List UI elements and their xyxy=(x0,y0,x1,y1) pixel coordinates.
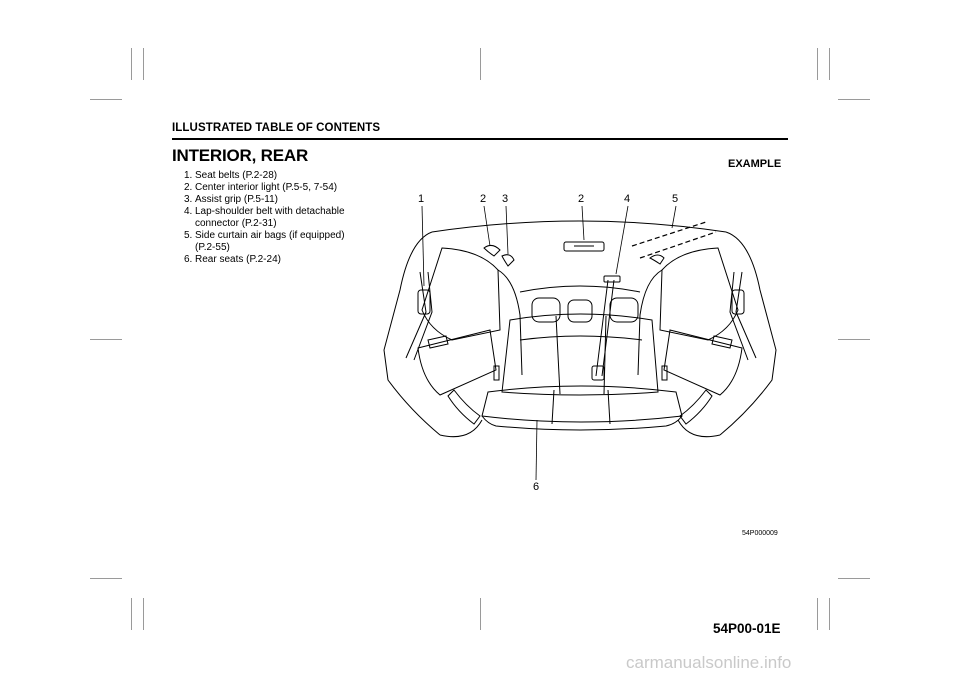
legend-text: Rear seats (P.2-24) xyxy=(195,254,281,265)
right-window xyxy=(659,247,739,341)
legend-number: 6. xyxy=(184,254,193,265)
callout-number: 2 xyxy=(578,193,584,205)
right-c-pillar xyxy=(637,269,663,376)
left-body-outline xyxy=(383,231,441,436)
legend-number: 2. xyxy=(184,182,193,193)
left-seat-belt xyxy=(405,271,433,361)
crop-mark xyxy=(143,598,144,630)
crop-mark xyxy=(838,99,870,100)
crop-mark xyxy=(838,339,870,340)
left-door-pocket xyxy=(447,389,481,425)
callout-number: 3 xyxy=(502,193,508,205)
legend-text: Center interior light (P.5-5, 7-54) xyxy=(195,182,338,193)
right-door-pocket xyxy=(679,389,713,425)
rear-seat-cushion xyxy=(481,385,683,423)
left-c-pillar xyxy=(497,269,523,376)
crop-mark xyxy=(131,48,132,80)
crop-mark xyxy=(90,578,122,579)
right-belt-anchor xyxy=(731,289,745,315)
crop-mark xyxy=(90,339,122,340)
watermark-text: carmanualsonline.info xyxy=(626,653,792,672)
airbag-dashed-line xyxy=(631,221,707,247)
headrest-left xyxy=(531,297,561,323)
leader-line xyxy=(483,205,491,247)
right-door-handle xyxy=(711,335,733,349)
crop-mark xyxy=(829,598,830,630)
running-header: ILLUSTRATED TABLE OF CONTENTS xyxy=(172,122,381,134)
crop-mark xyxy=(829,48,830,80)
headrest-center xyxy=(567,299,593,323)
crop-mark xyxy=(480,48,481,80)
leader-line xyxy=(581,205,585,241)
center-lap-shoulder-belt xyxy=(595,279,615,377)
headrest-right xyxy=(609,297,639,323)
crop-mark xyxy=(90,99,122,100)
callout-number: 2 xyxy=(480,193,486,205)
left-door-handle xyxy=(427,335,449,349)
right-door-panel xyxy=(663,329,743,396)
legend-text: Side curtain air bags (if equipped) (P.2… xyxy=(195,230,345,253)
legend-item: 6.Rear seats (P.2-24) xyxy=(184,254,360,266)
example-label: EXAMPLE xyxy=(728,158,782,170)
leader-line xyxy=(615,205,629,275)
left-belt-anchor xyxy=(417,289,431,315)
right-seat-belt xyxy=(729,271,757,361)
legend-number: 1. xyxy=(184,170,193,181)
header-rule xyxy=(172,138,788,140)
crop-mark xyxy=(817,48,818,80)
leader-line xyxy=(671,205,677,229)
legend-number: 4. xyxy=(184,206,193,217)
section-title: INTERIOR, REAR xyxy=(172,146,309,165)
seat-buckle-left xyxy=(493,365,500,381)
callout-number: 1 xyxy=(418,193,424,205)
right-body-outline xyxy=(719,231,777,436)
legend-text: Lap-shoulder belt with detachable connec… xyxy=(195,206,345,229)
rear-seat-back xyxy=(501,313,659,396)
legend-item: 2.Center interior light (P.5-5, 7-54) xyxy=(184,182,360,194)
crop-mark xyxy=(817,598,818,630)
legend-number: 5. xyxy=(184,230,193,241)
left-window xyxy=(421,247,501,341)
crop-mark xyxy=(131,598,132,630)
legend-text: Seat belts (P.2-28) xyxy=(195,170,278,181)
legend-item: 3.Assist grip (P.5-11) xyxy=(184,194,360,206)
legend-item: 5.Side curtain air bags (if equipped) (P… xyxy=(184,230,360,254)
crop-mark xyxy=(838,578,870,579)
floor-outline xyxy=(439,419,721,438)
curtain-airbag-grip xyxy=(649,254,665,265)
leader-line xyxy=(505,205,509,255)
belt-connector xyxy=(591,365,605,381)
rear-interior-illustration: 1 2 3 2 4 5 6 xyxy=(383,193,777,493)
legend-number: 3. xyxy=(184,194,193,205)
leader-line xyxy=(535,419,538,481)
left-door-panel xyxy=(417,329,497,396)
assist-grip-left xyxy=(483,244,501,257)
legend-text: Assist grip (P.5-11) xyxy=(195,194,278,205)
leader-line xyxy=(421,205,425,287)
assist-grip-right xyxy=(501,254,515,267)
callout-number: 5 xyxy=(672,193,678,205)
airbag-dashed-line xyxy=(639,231,717,259)
legend-item: 4.Lap-shoulder belt with detachable conn… xyxy=(184,206,360,230)
legend-item: 1.Seat belts (P.2-28) xyxy=(184,170,360,182)
parcel-shelf xyxy=(519,285,641,293)
center-interior-light xyxy=(563,241,605,252)
seat-buckle-right xyxy=(661,365,668,381)
figure-code: 54P000009 xyxy=(742,530,778,537)
callout-legend: 1.Seat belts (P.2-28) 2.Center interior … xyxy=(184,170,360,266)
callout-number: 4 xyxy=(624,193,630,205)
callout-number: 6 xyxy=(533,481,539,493)
page-code: 54P00-01E xyxy=(713,621,781,636)
roof-outline xyxy=(431,220,727,233)
crop-mark xyxy=(143,48,144,80)
crop-mark xyxy=(480,598,481,630)
